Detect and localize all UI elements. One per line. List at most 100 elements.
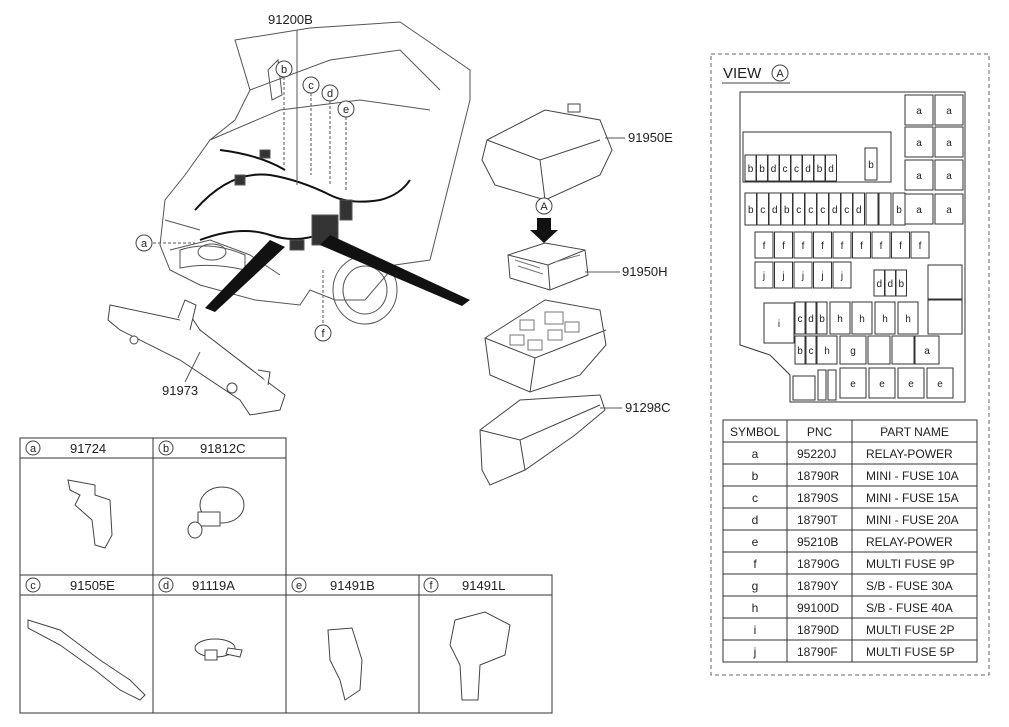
fuse-cell-j: j <box>774 261 793 289</box>
svg-text:91812C: 91812C <box>200 441 246 456</box>
relay-cell-a: a <box>904 94 934 126</box>
svg-text:d: d <box>856 205 862 216</box>
relay-cell-a: a <box>904 193 934 225</box>
svg-text:f: f <box>899 241 902 252</box>
svg-text:a: a <box>924 346 930 357</box>
legend-header: PNC <box>807 425 833 439</box>
legend-header: SYMBOL <box>730 425 780 439</box>
relay-cell-a-bottom: a <box>914 335 940 365</box>
svg-text:j: j <box>762 271 765 282</box>
fuse-cell-lower: h <box>851 301 873 335</box>
fuse-cell-j: j <box>793 261 813 289</box>
fuse-cell-row2-extra: b <box>892 192 906 226</box>
svg-text:d: d <box>832 205 838 216</box>
harness-letter-d: d <box>321 84 339 102</box>
legend-pnc: 18790T <box>797 513 838 527</box>
relay-cell-a: a <box>934 126 964 158</box>
svg-text:c: c <box>844 205 849 216</box>
legend-pnc: 99100D <box>797 601 839 615</box>
callout-cover: 91950E <box>628 130 673 145</box>
legend-symbol: d <box>752 513 759 527</box>
fuse-cell-blank <box>792 375 816 401</box>
relay-cell-e: e <box>926 367 954 399</box>
fuse-cell-ddb: d <box>884 269 896 297</box>
legend-part-name: RELAY-POWER <box>866 447 953 461</box>
legend-symbol: j <box>753 645 757 659</box>
fuse-cell-blank <box>927 264 963 300</box>
fuse-cell-j: j <box>754 261 774 289</box>
parts-grid-cell-a: a 91724 <box>25 440 113 549</box>
svg-text:91491L: 91491L <box>462 578 505 593</box>
relay-box <box>507 242 589 291</box>
svg-text:c: c <box>808 205 813 216</box>
fuse-cell-blank <box>891 335 915 365</box>
fuse-cell-row1: c <box>790 154 803 182</box>
svg-text:h: h <box>824 346 830 357</box>
view-panel-frame <box>710 53 990 676</box>
legend-symbol: h <box>752 601 759 615</box>
svg-text:a: a <box>916 171 922 182</box>
legend-symbol: a <box>752 447 759 461</box>
fuse-cell-f: f <box>871 231 891 259</box>
legend-pnc: 18790D <box>797 623 839 637</box>
svg-text:91491B: 91491B <box>330 578 375 593</box>
fuse-cell-row1: d <box>767 154 780 182</box>
fuse-cell-row1: b <box>744 154 757 182</box>
parts-grid-cell-c: c 91505E <box>25 577 146 701</box>
legend-pnc: 18790G <box>797 557 840 571</box>
svg-text:h: h <box>859 314 865 325</box>
svg-text:A: A <box>776 68 784 80</box>
svg-text:f: f <box>802 241 805 252</box>
svg-text:91724: 91724 <box>70 441 106 456</box>
svg-text:h: h <box>837 314 843 325</box>
fuse-cell-f: f <box>813 231 832 259</box>
svg-text:c: c <box>820 205 825 216</box>
svg-text:a: a <box>916 138 922 149</box>
svg-text:e: e <box>850 379 856 390</box>
callout-lower-cover: 91298C <box>625 400 671 415</box>
fuse-cell-j: j <box>832 261 852 289</box>
svg-text:c: c <box>30 580 36 592</box>
fuse-cell-row1: b <box>756 154 768 182</box>
legend-pnc: 95210B <box>797 535 838 549</box>
svg-text:c: c <box>308 80 314 92</box>
legend-symbol: c <box>752 491 758 505</box>
svg-text:b: b <box>759 164 765 175</box>
svg-text:f: f <box>782 241 785 252</box>
svg-text:h: h <box>905 314 911 325</box>
parts-grid-cell-d: d 91119A <box>158 577 243 661</box>
fuse-cell-bchg: h <box>816 335 838 365</box>
legend-pnc: 18790S <box>797 491 838 505</box>
svg-text:g: g <box>850 346 856 357</box>
svg-text:f: f <box>880 241 883 252</box>
svg-text:A: A <box>540 201 548 213</box>
legend-part-name: MULTI FUSE 5P <box>866 645 954 659</box>
legend-header: PART NAME <box>880 425 949 439</box>
fuse-cell-row2: d <box>768 192 781 226</box>
harness-letter-a: a <box>135 234 153 252</box>
harness-letter-f: f <box>314 324 332 342</box>
relay-cell-a: a <box>934 193 964 225</box>
fuse-cell-row2: c <box>792 192 805 226</box>
svg-text:b: b <box>868 160 874 171</box>
fuse-cell-f: f <box>832 231 852 259</box>
parts-grid <box>19 437 553 714</box>
svg-text:j: j <box>801 271 804 282</box>
svg-text:c: c <box>796 205 801 216</box>
svg-text:f: f <box>321 328 325 340</box>
fuse-cell-ddb: b <box>895 269 907 297</box>
legend-part-name: RELAY-POWER <box>866 535 953 549</box>
fuse-cell-row2: c <box>840 192 853 226</box>
svg-text:d: d <box>772 205 778 216</box>
relay-cell-a: a <box>934 94 964 126</box>
svg-text:d: d <box>771 164 777 175</box>
svg-text:b: b <box>819 314 825 325</box>
svg-text:e: e <box>937 379 943 390</box>
svg-text:h: h <box>882 314 888 325</box>
fuse-cell-row1: b <box>813 154 826 182</box>
parts-grid-cell-e: e 91491B <box>291 577 375 701</box>
svg-text:91505E: 91505E <box>70 578 115 593</box>
svg-text:f: f <box>919 241 922 252</box>
